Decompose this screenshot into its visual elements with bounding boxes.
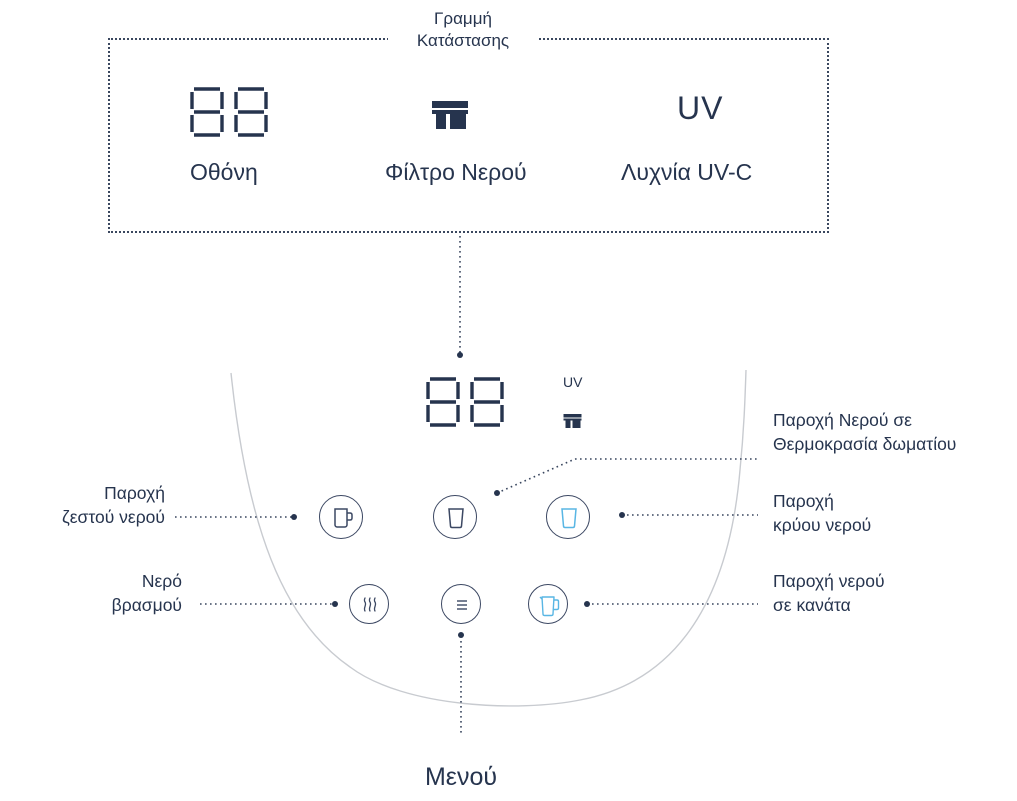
room-temp-label-line2: Θερμοκρασία δωματίου bbox=[773, 433, 957, 454]
uv-symbol: UV bbox=[677, 90, 724, 126]
cold-water-label-line2: κρύου νερού bbox=[773, 514, 872, 535]
jug-label-line2: σε κανάτα bbox=[773, 594, 851, 615]
cold-water-annotation: Παροχή κρύου νερού bbox=[773, 490, 871, 537]
hot-water-label-line1: Παροχή bbox=[104, 483, 165, 503]
hot-water-annotation: Παροχή ζεστού νερού bbox=[20, 482, 165, 529]
cold-water-leader-dot bbox=[619, 512, 625, 518]
panel-display-digits bbox=[426, 377, 504, 427]
filter-label: Φίλτρο Νερού bbox=[385, 159, 527, 185]
hot-water-leader-dot bbox=[291, 514, 297, 520]
uv-lamp-label: Λυχνία UV-C bbox=[621, 159, 753, 185]
room-temp-label-line1: Παροχή Νερού σε bbox=[773, 410, 912, 430]
boiling-label-line2: βρασμού bbox=[111, 594, 182, 615]
boiling-water-button[interactable] bbox=[349, 584, 389, 624]
hot-water-label-line2: ζεστού νερού bbox=[62, 506, 165, 527]
boiling-label-line1: Νερό bbox=[141, 571, 182, 591]
panel-filter-icon bbox=[563, 414, 582, 428]
cold-water-label-line1: Παροχή bbox=[773, 491, 834, 511]
menu-label: Μενού bbox=[424, 763, 498, 791]
status-leader-dot bbox=[457, 352, 463, 358]
jug-label-line1: Παροχή νερού bbox=[773, 571, 885, 591]
menu-button[interactable] bbox=[441, 584, 481, 624]
status-bar-title-line2: Κατάστασης bbox=[416, 31, 510, 50]
jug-leader-dot bbox=[584, 601, 590, 607]
status-bar-title-background bbox=[388, 4, 538, 68]
leader-room-temp bbox=[496, 458, 576, 494]
cold-water-button[interactable] bbox=[546, 495, 590, 539]
room-temp-water-button[interactable] bbox=[433, 495, 477, 539]
menu-leader-dot bbox=[458, 632, 464, 638]
room-temp-glass-icon bbox=[448, 508, 464, 529]
room-temp-leader-dot bbox=[494, 490, 500, 496]
menu-lines-icon bbox=[457, 600, 467, 610]
boiling-steam-icon bbox=[363, 597, 377, 612]
room-temp-annotation: Παροχή Νερού σε Θερμοκρασία δωματίου bbox=[773, 409, 956, 456]
cold-glass-icon bbox=[561, 508, 577, 529]
panel-uv-symbol: UV bbox=[563, 374, 583, 390]
display-label: Οθόνη bbox=[190, 159, 258, 185]
status-bar-title-line1: Γραμμή bbox=[434, 9, 492, 28]
device-outline bbox=[230, 369, 747, 707]
filter-icon bbox=[432, 101, 468, 129]
boiling-leader-dot bbox=[332, 601, 338, 607]
hot-mug-icon bbox=[334, 508, 353, 528]
jug-icon bbox=[539, 596, 560, 617]
jug-annotation: Παροχή νερού σε κανάτα bbox=[773, 570, 885, 617]
status-display-digits bbox=[190, 87, 268, 137]
hot-water-button[interactable] bbox=[319, 495, 363, 539]
boiling-annotation: Νερό βρασμού bbox=[60, 570, 182, 617]
jug-water-button[interactable] bbox=[528, 584, 568, 624]
